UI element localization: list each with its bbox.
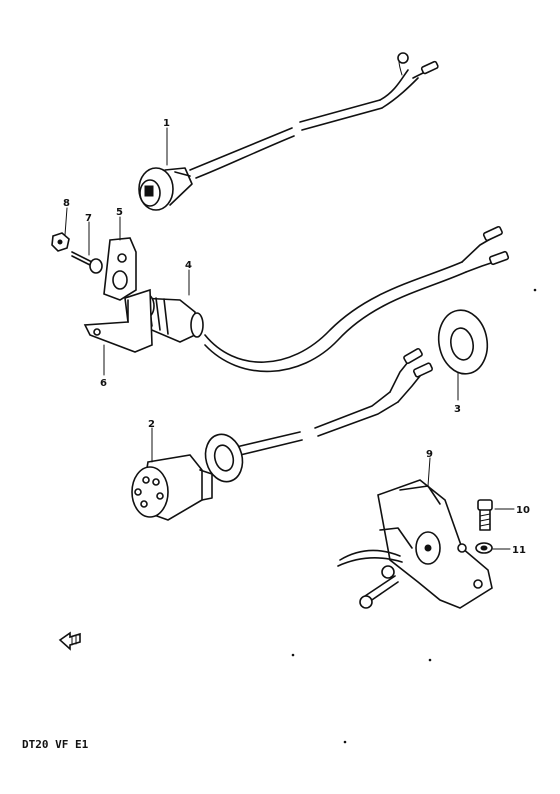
callout-5: 5 <box>116 207 123 218</box>
part-plate <box>103 237 137 301</box>
part-washer <box>475 542 493 554</box>
part-bolt <box>477 499 493 531</box>
part-screw <box>71 251 103 274</box>
callout-10: 10 <box>516 505 530 516</box>
leader-lines <box>64 127 515 550</box>
callout-11: 11 <box>512 545 526 556</box>
callout-8: 8 <box>63 198 70 209</box>
diagram-code: DT20 VF E1 <box>22 738 89 751</box>
callout-4: 4 <box>185 260 192 271</box>
callout-7: 7 <box>85 213 92 224</box>
part-washer-ring <box>437 309 489 375</box>
part-bracket-assembly <box>337 479 493 609</box>
callout-1: 1 <box>163 118 170 129</box>
part-choke-knob <box>131 347 433 521</box>
callout-2: 2 <box>148 419 155 430</box>
callout-9: 9 <box>426 449 433 460</box>
part-bracket <box>83 288 153 353</box>
part-ignition-switch <box>138 52 439 211</box>
callout-6: 6 <box>100 378 107 389</box>
front-arrow-icon <box>58 631 81 651</box>
part-nut <box>51 232 70 252</box>
callout-3: 3 <box>454 404 461 415</box>
